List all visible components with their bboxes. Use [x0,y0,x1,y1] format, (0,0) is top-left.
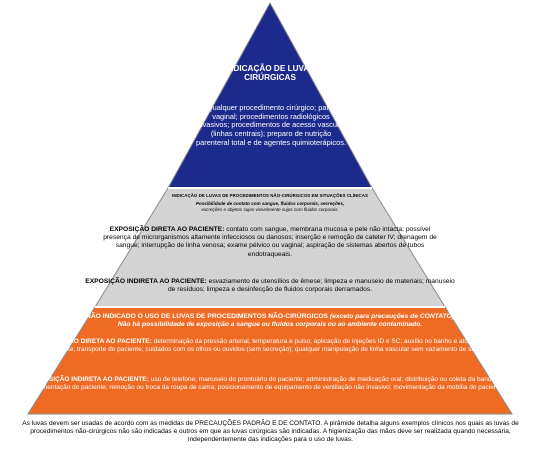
direct-exposure-text: contato com sangue, membrana mucosa e pe… [103,226,437,258]
direct-exposure-label: EXPOSIÇÃO DIRETA AO PACIENTE: [40,338,152,345]
surgical-gloves-indications: Qualquer procedimento cirúrgico; parto v… [196,103,346,147]
indirect-exposure-text: esvaziamento de utensílios de êmese; lim… [167,278,455,294]
not-indicated-indirect-exposure: EXPOSIÇÃO INDIRETA AO PACIENTE: uso de t… [30,376,510,392]
surgical-gloves-title: INDICAÇÃO DE LUVAS CIRÚRGICAS [225,64,315,83]
not-indicated-heading-bold: NÃO INDICADO O USO DE LUVAS DE PROCEDIME… [86,313,329,320]
indirect-exposure-label: EXPOSIÇÃO INDIRETA AO PACIENTE: [85,278,207,285]
pyramid-tier-surgical [167,1,373,189]
direct-exposure-label: EXPOSIÇÃO DIRETA AO PACIENTE: [109,226,225,233]
indirect-exposure-text: uso de telefone; manuseio do prontuário … [35,376,510,391]
indirect-exposure-label: EXPOSIÇÃO INDIRETA AO PACIENTE: [30,376,149,383]
direct-exposure-text: determinação da pressão arterial, temper… [48,338,500,353]
nonsurgical-indirect-exposure: EXPOSIÇÃO INDIRETA AO PACIENTE: esvaziam… [84,278,456,294]
not-indicated-heading-italic: (exceto para precauções de CONTATO) [328,313,454,320]
not-indicated-heading-line2: Não há possibilidade de exposição a sang… [117,320,423,328]
nonsurgical-gloves-heading: INDICAÇÃO DE LUVAS DE PROCEDIMENTOS NÃO-… [172,193,368,198]
nonsurgical-direct-exposure: EXPOSIÇÃO DIRETA AO PACIENTE: contato co… [103,226,437,259]
figure-caption: As luvas devem ser usadas de acordo com … [22,420,519,443]
nonsurgical-gloves-subheading-2: excreções e objetos sujos visivelmente s… [201,207,339,212]
not-indicated-heading: NÃO INDICADO O USO DE LUVAS DE PROCEDIME… [62,313,478,328]
not-indicated-direct-exposure: EXPOSIÇÃO DIRETA AO PACIENTE: determinaç… [36,338,504,354]
nonsurgical-gloves-subheading-1: Possibilidade de contato com sangue, flu… [195,201,345,206]
